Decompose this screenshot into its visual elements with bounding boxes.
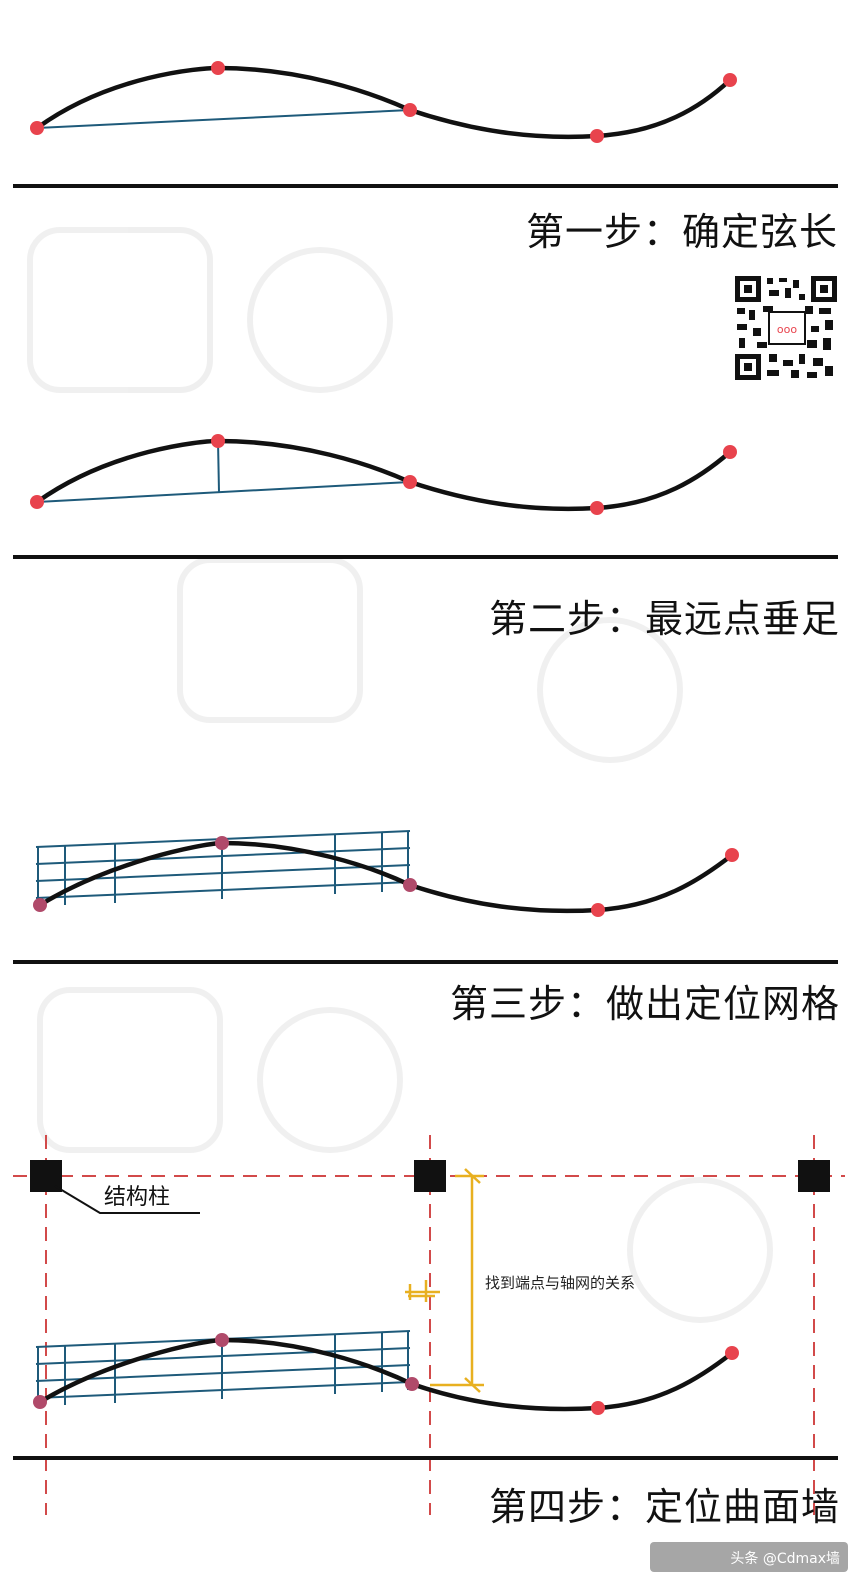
step4-positioning-grid (35, 1330, 411, 1406)
dimension-markers (405, 1168, 484, 1393)
step1-point-3 (403, 103, 417, 117)
structural-column-2 (414, 1160, 446, 1192)
structural-column-3 (798, 1160, 830, 1192)
step4-point-1 (33, 1395, 47, 1409)
column-label: 结构柱 (104, 1185, 170, 1210)
source-watermark: 头条 @Cdmax墙 (650, 1542, 848, 1572)
step2-perpendicular (217, 440, 220, 493)
step1-title: 第一步：确定弦长 (526, 210, 838, 254)
step2-point-1 (30, 495, 44, 509)
qr-center-logo: ooo (777, 323, 797, 336)
step1-point-5 (723, 73, 737, 87)
step3-point-3 (403, 878, 417, 892)
step3-point-1 (33, 898, 47, 912)
step3-figure: 第三步：做出定位网格 (13, 830, 840, 1026)
step4-point-4 (591, 1401, 605, 1415)
step1-figure: 第一步：确定弦长 (13, 61, 838, 254)
step3-point-5 (725, 848, 739, 862)
step4-title: 第四步：定位曲面墙 (489, 1485, 840, 1529)
step2-point-4 (590, 501, 604, 515)
step4-curve (37, 1337, 735, 1412)
step1-curve (34, 65, 733, 140)
step2-point-2 (211, 434, 225, 448)
step2-point-5 (723, 445, 737, 459)
step2-curve (34, 438, 733, 512)
step1-chord (36, 109, 411, 129)
step4-point-2 (215, 1333, 229, 1347)
relation-note: 找到端点与轴网的关系 (485, 1274, 635, 1292)
watermark-text: 头条 @Cdmax墙 (730, 1550, 840, 1567)
step4-point-3 (405, 1377, 419, 1391)
background-watermark (27, 227, 773, 1323)
step2-point-3 (403, 475, 417, 489)
step1-point-2 (211, 61, 225, 75)
step2-chord (36, 481, 411, 503)
step2-title: 第二步：最远点垂足 (489, 597, 840, 641)
step1-point-4 (590, 129, 604, 143)
step3-title: 第三步：做出定位网格 (450, 982, 840, 1026)
step3-point-4 (591, 903, 605, 917)
step2-figure: 第二步：最远点垂足 (13, 434, 840, 641)
step3-point-2 (215, 836, 229, 850)
column-label-leader (54, 1185, 200, 1214)
step4-figure: 结构柱 (13, 1135, 845, 1529)
step1-point-1 (30, 121, 44, 135)
qr-code-icon: ooo (735, 276, 837, 380)
step4-point-5 (725, 1346, 739, 1360)
